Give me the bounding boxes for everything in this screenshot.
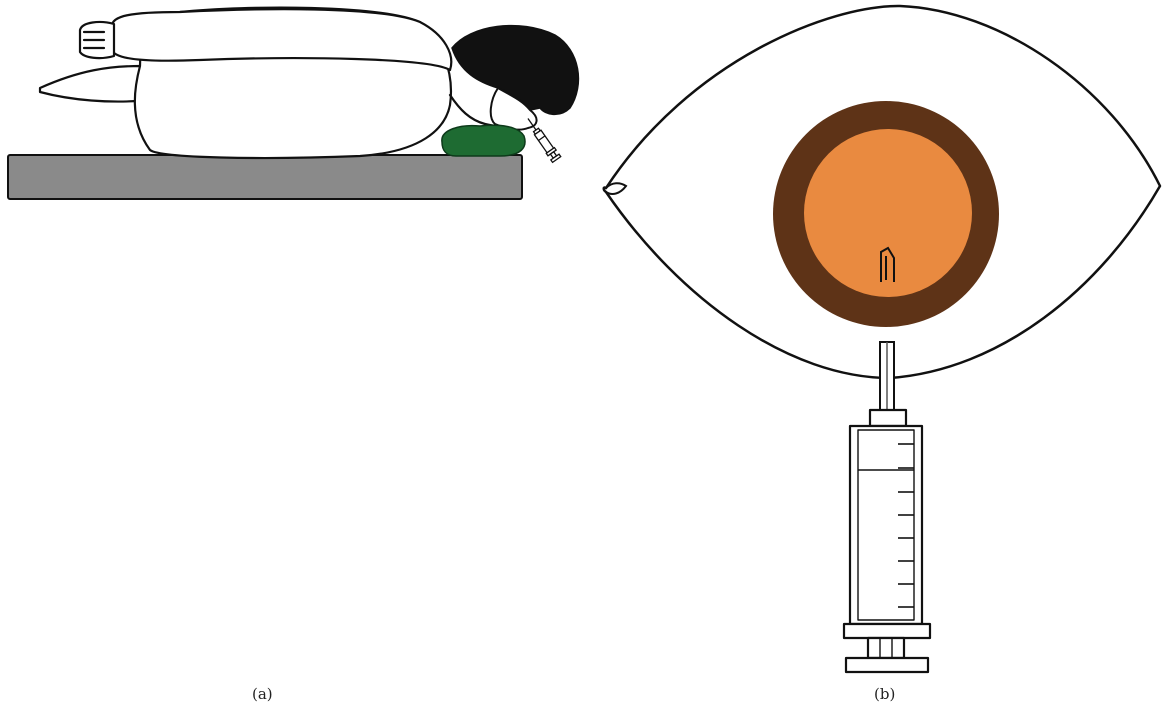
caption-a: (a) bbox=[252, 685, 273, 703]
pupil-area-icon bbox=[804, 129, 972, 297]
panel-b bbox=[604, 6, 1160, 672]
syringe-icon bbox=[844, 410, 930, 672]
panel-a bbox=[8, 8, 578, 199]
needle-shaft-icon bbox=[880, 342, 894, 412]
caption-b: (b) bbox=[874, 685, 895, 703]
pillow-icon bbox=[442, 125, 525, 156]
table-icon bbox=[8, 155, 522, 199]
